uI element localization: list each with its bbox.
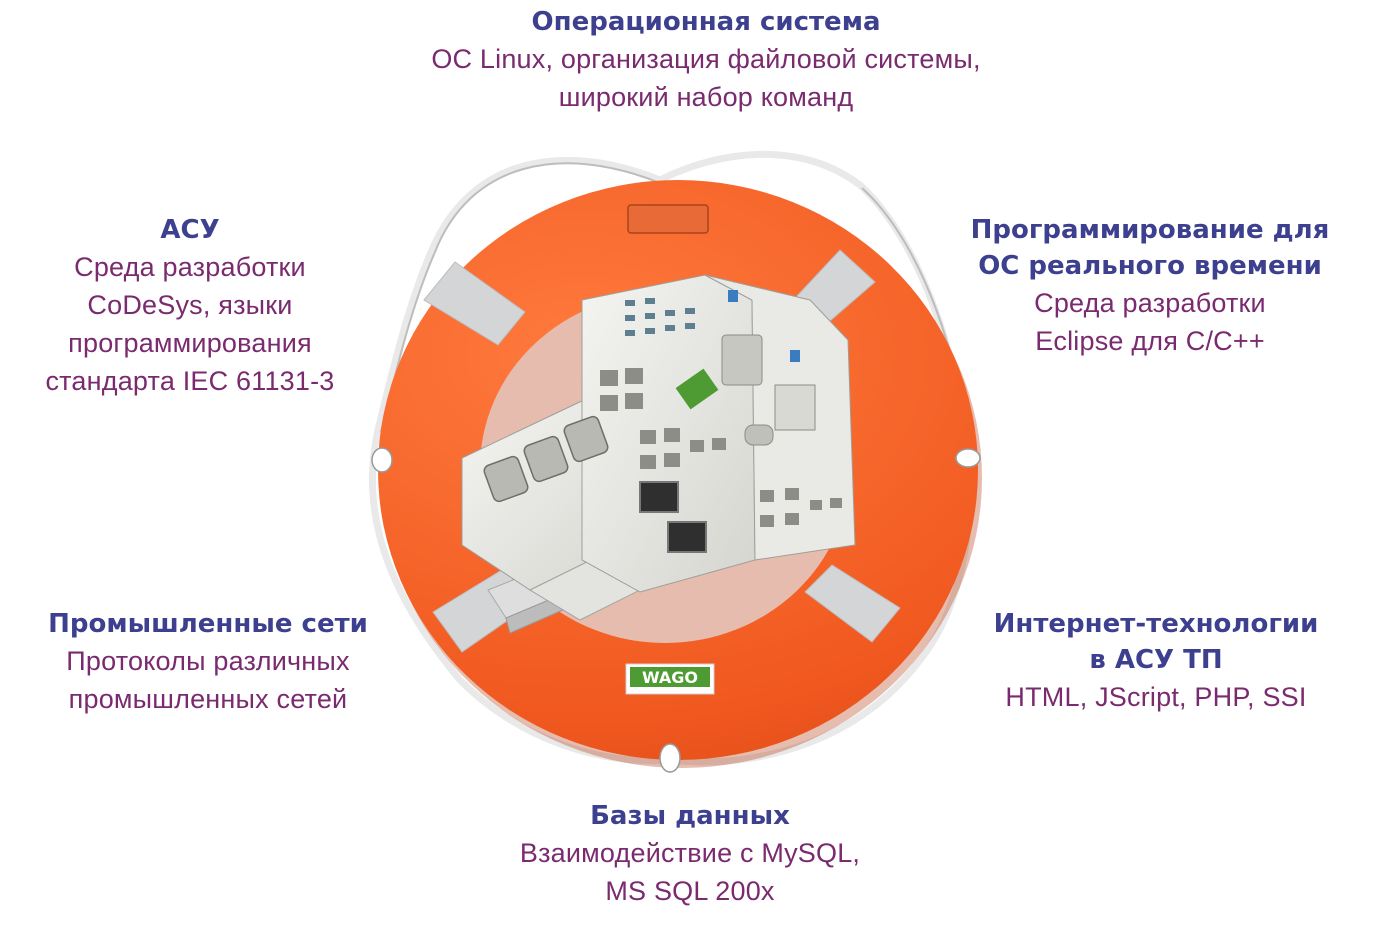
section-networks: Промышленные сети Протоколы различных пр…: [18, 606, 398, 718]
section-os-line-1: ОС Linux, организация файловой системы,: [431, 44, 981, 74]
section-internet: Интернет-технологии в АСУ ТП HTML, JScri…: [960, 606, 1352, 716]
section-asu-line-3: программирования: [68, 328, 312, 358]
section-os-line-2: широкий набор команд: [558, 82, 854, 112]
section-rtos-line-2: Eclipse для C/C++: [1035, 326, 1265, 356]
section-databases: Базы данных Взаимодействие с MySQL, MS S…: [440, 798, 940, 910]
section-internet-title-2: в АСУ ТП: [1089, 645, 1223, 675]
section-os: Операционная система ОС Linux, организац…: [346, 4, 1066, 116]
section-databases-title: Базы данных: [590, 801, 790, 831]
wago-logo: WAGO: [625, 663, 715, 695]
wago-logo-text: WAGO: [642, 668, 698, 687]
section-internet-line-1: HTML, JScript, PHP, SSI: [1005, 682, 1307, 712]
section-os-title: Операционная система: [531, 7, 881, 37]
section-asu-title: АСУ: [160, 215, 220, 245]
section-asu-line-2: CoDeSys, языки: [87, 290, 293, 320]
section-networks-line-2: промышленных сетей: [68, 684, 348, 714]
section-rtos: Программирование для ОС реального времен…: [940, 212, 1360, 360]
section-databases-line-2: MS SQL 200x: [605, 876, 775, 906]
section-asu-line-4: стандарта IEC 61131-3: [45, 366, 335, 396]
section-rtos-line-1: Среда разработки: [1034, 288, 1266, 318]
section-asu: АСУ Среда разработки CoDeSys, языки прог…: [20, 212, 360, 400]
controller-device: [461, 274, 856, 621]
rope-clips: [371, 204, 981, 773]
section-internet-title-1: Интернет-технологии: [993, 609, 1319, 639]
section-networks-line-1: Протоколы различных: [66, 646, 350, 676]
section-rtos-title-2: ОС реального времени: [978, 251, 1322, 281]
section-databases-line-1: Взаимодействие с MySQL,: [519, 838, 861, 868]
section-networks-title: Промышленные сети: [48, 609, 368, 639]
section-rtos-title-1: Программирование для: [970, 215, 1330, 245]
section-asu-line-1: Среда разработки: [74, 252, 306, 282]
